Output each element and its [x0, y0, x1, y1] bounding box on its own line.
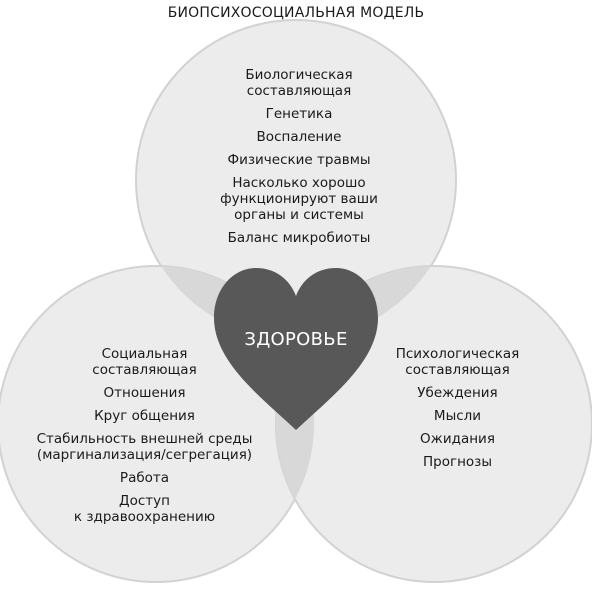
soc-item-relationships: Отношения	[103, 385, 186, 401]
heart-icon	[214, 268, 378, 430]
health-label: ЗДОРОВЬЕ	[244, 329, 348, 350]
soc-item-work: Работа	[119, 470, 170, 486]
psy-item-thoughts: Мысли	[433, 408, 482, 424]
psy-item-forecasts: Прогнозы	[423, 454, 492, 470]
bio-item-injuries: Физические травмы	[227, 152, 371, 168]
psychological-block: Психологическая составляющая Убеждения М…	[375, 346, 540, 477]
psy-item-beliefs: Убеждения	[417, 385, 498, 401]
bio-item-organs: Насколько хорошо функционируют ваши орга…	[220, 175, 378, 223]
biological-heading: Биологическая составляющая	[245, 67, 353, 99]
soc-item-stability: Стабильность внешней среды (маргинализац…	[36, 431, 253, 463]
psychological-heading: Психологическая составляющая	[395, 346, 520, 378]
psy-item-expectations: Ожидания	[420, 431, 495, 447]
biological-block: Биологическая составляющая Генетика Восп…	[199, 67, 399, 253]
diagram-title: БИОПСИХОСОЦИАЛЬНАЯ МОДЕЛЬ	[167, 5, 425, 21]
bio-item-genetics: Генетика	[265, 106, 333, 122]
soc-item-circle: Круг общения	[94, 408, 195, 424]
bio-item-inflammation: Воспаление	[256, 129, 342, 145]
social-block: Социальная составляющая Отношения Круг о…	[22, 346, 267, 532]
bio-item-microbiota: Баланс микробиоты	[227, 230, 371, 246]
soc-item-healthcare: Доступ к здравоохранению	[73, 493, 216, 525]
social-heading: Социальная составляющая	[92, 346, 197, 378]
